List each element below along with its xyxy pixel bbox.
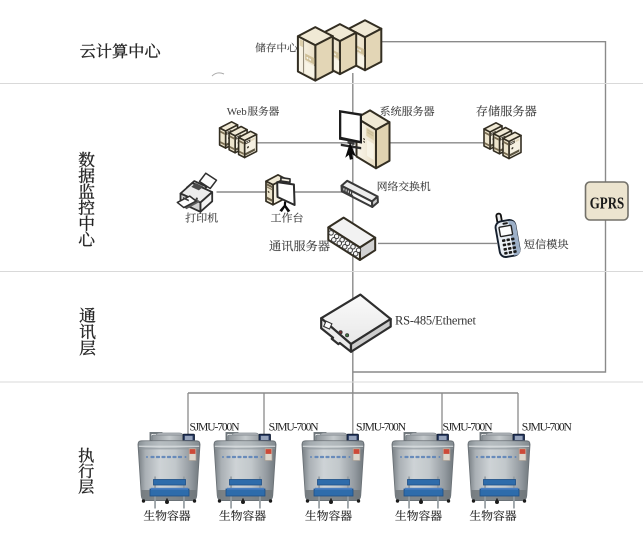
svg-text:RS-485/Ethernet: RS-485/Ethernet xyxy=(395,314,477,328)
svg-text:SJMU-700N: SJMU-700N xyxy=(356,422,407,434)
svg-text:SJMU-700N: SJMU-700N xyxy=(190,422,241,434)
svg-text:SJMU-700N: SJMU-700N xyxy=(522,422,573,434)
svg-text:SJMU-700N: SJMU-700N xyxy=(443,422,494,434)
svg-text:Web: Web xyxy=(227,106,248,118)
svg-text:GPRS: GPRS xyxy=(590,194,625,213)
svg-text:SJMU-700N: SJMU-700N xyxy=(269,422,320,434)
